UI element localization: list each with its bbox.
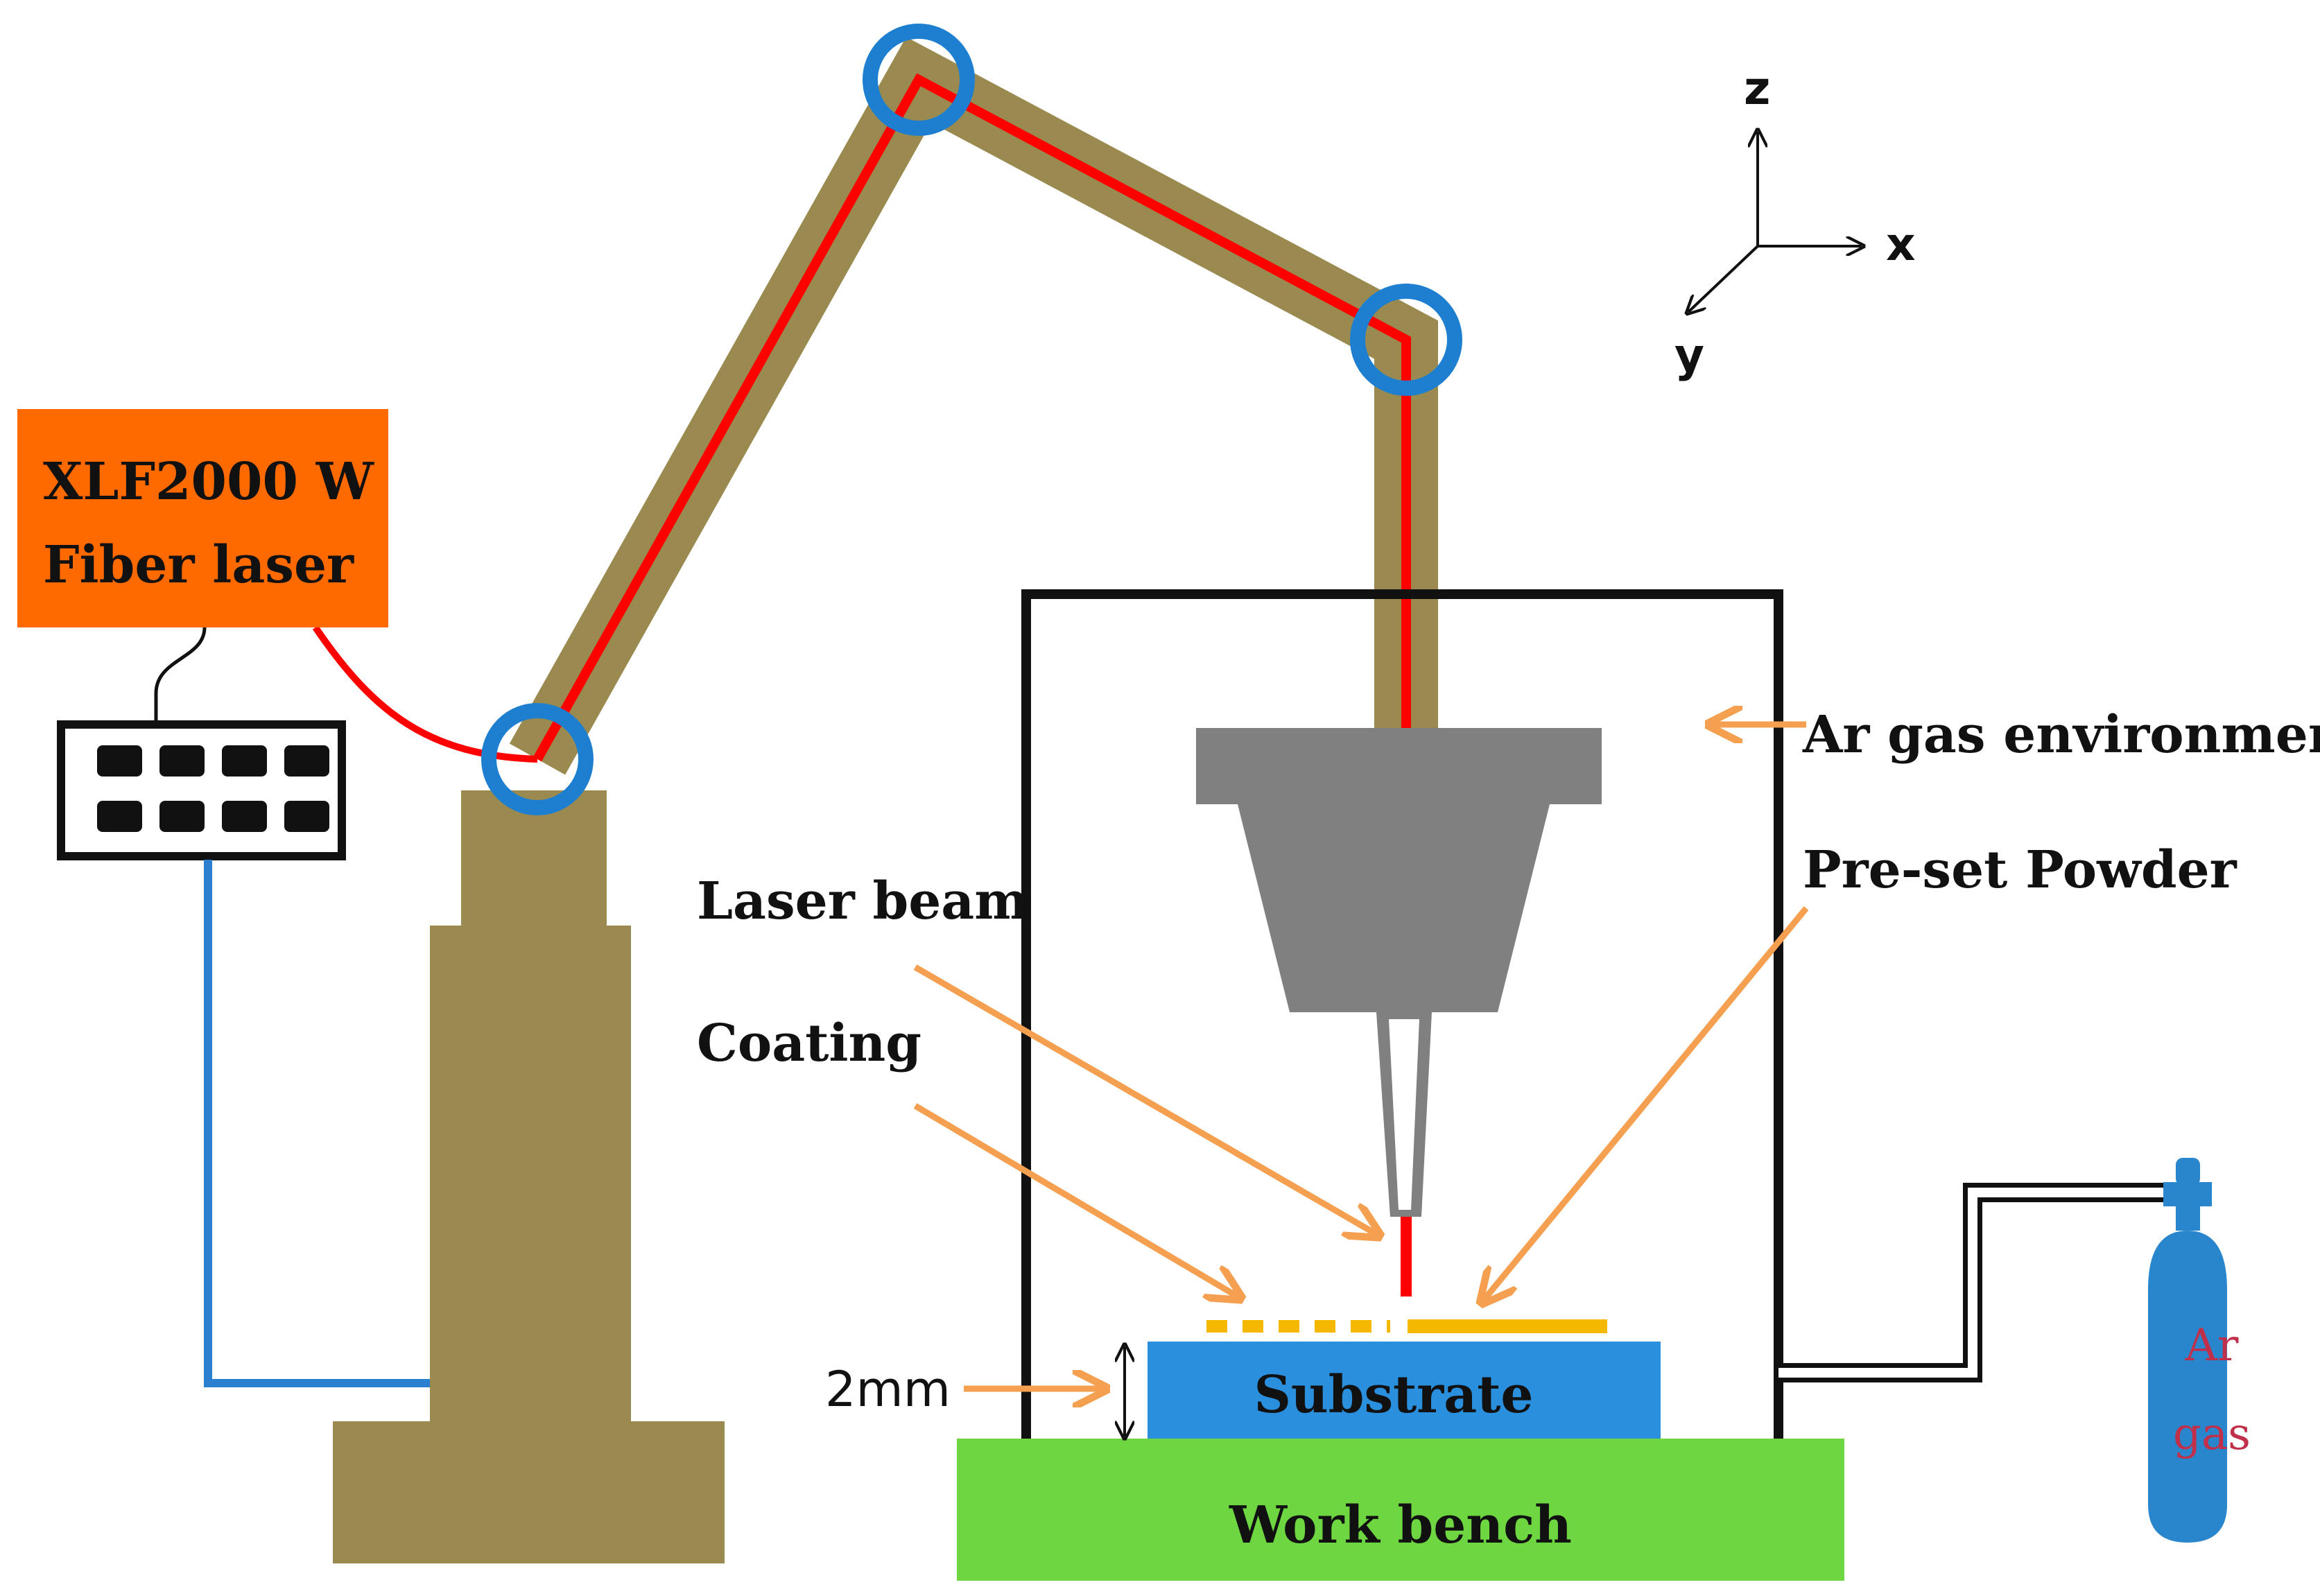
fiber-cable [312,625,538,763]
svg-text:XLF2000 W: XLF2000 W [43,452,374,512]
substrate [1148,1342,1661,1442]
joint-base [481,703,594,815]
gas-label-line2: gas [2173,1409,2251,1460]
preset-powder-arrow [1484,906,1809,1300]
joint-elbow [1350,284,1462,396]
gas-label-line1: Ar [2185,1320,2239,1371]
work-bench-label: Work bench [1229,1495,1572,1555]
preset-powder-label: Pre-set Powder [1803,840,2237,900]
controller-box [57,627,346,860]
laser-source: XLF2000 W Fiber laser [17,409,388,627]
y-axis-label: y [1674,329,1704,382]
laser-beam-label: Laser beam [697,871,1029,931]
svg-text:Fiber laser: Fiber laser [43,535,354,595]
y-axis [1688,245,1759,312]
laser-beam-arrow [913,964,1376,1234]
preset-powder [1408,1319,1607,1333]
z-axis-label: z [1744,62,1770,115]
controller-cable [204,860,430,1387]
coordinate-axes: z x y [1674,62,1916,382]
ar-env-label: Ar gas environment [1802,705,2320,765]
gas-cylinder: Ar gas [2148,1158,2251,1543]
x-axis-label: x [1886,218,1916,271]
cladding-head [1196,728,1602,1217]
coating-arrow [913,1103,1238,1296]
coating-label: Coating [697,1014,921,1073]
substrate-label: Substrate [1254,1365,1533,1425]
robot-base [333,790,725,1563]
work-bench [957,1439,1844,1581]
robot-arm [509,37,1438,775]
gas-pipe [1778,1183,2177,1382]
thickness-label: 2mm [825,1361,951,1418]
joint-shoulder [863,24,975,136]
laser-beam-path [533,73,1411,762]
ar-chamber [1021,589,1783,1439]
